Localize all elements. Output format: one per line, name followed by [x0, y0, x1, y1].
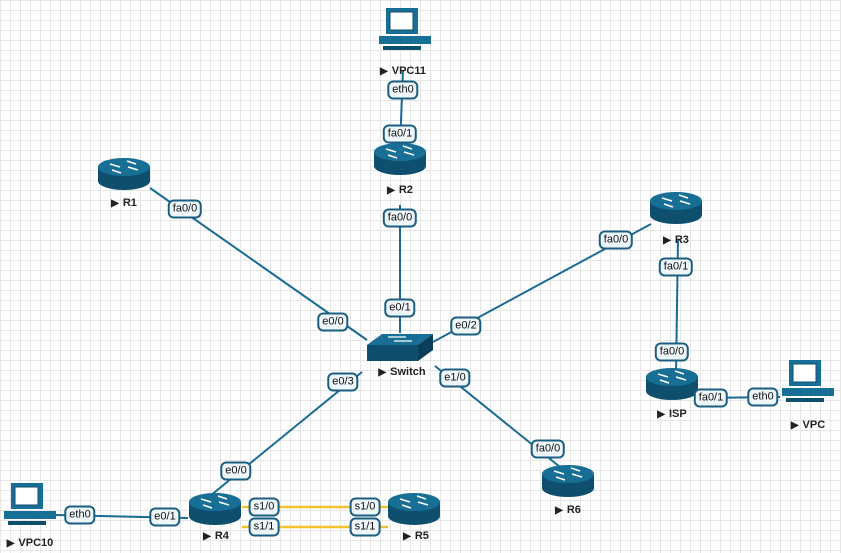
node-r4[interactable] [189, 493, 241, 525]
interface-label[interactable]: eth0 [387, 80, 419, 100]
interface-label[interactable]: s1/1 [248, 517, 280, 537]
links-layer [54, 69, 781, 529]
node-label[interactable]: ▶ISP [657, 408, 686, 420]
node-label[interactable]: ▶R6 [555, 504, 581, 516]
interface-label[interactable]: fa0/0 [382, 208, 418, 228]
interface-label[interactable]: e0/1 [384, 298, 416, 318]
node-name: R5 [414, 530, 429, 542]
pc-screen [792, 363, 817, 383]
node-label[interactable]: ▶R1 [111, 197, 137, 209]
router-arrows-icon [661, 194, 691, 208]
switch-arrows-icon [388, 336, 412, 342]
node-isp[interactable] [646, 368, 698, 400]
interface-label[interactable]: e0/3 [327, 372, 359, 392]
router-arrows-icon [553, 467, 583, 481]
router-top [98, 158, 150, 176]
node-label[interactable]: ▶R5 [403, 530, 429, 542]
node-r5[interactable] [388, 493, 440, 525]
node-name: VPC10 [18, 537, 54, 549]
pc-base [4, 511, 56, 519]
play-icon[interactable]: ▶ [657, 409, 665, 420]
interface-label[interactable]: fa0/0 [598, 230, 634, 250]
router-top [650, 192, 702, 210]
interface-label[interactable]: s1/0 [248, 497, 280, 517]
play-icon[interactable]: ▶ [555, 505, 563, 516]
node-switch[interactable] [367, 334, 433, 361]
interface-label[interactable]: s1/1 [349, 517, 381, 537]
pc-screen [389, 11, 414, 31]
node-name: R1 [122, 197, 137, 209]
interface-label[interactable]: eth0 [747, 387, 779, 407]
node-name: VPC11 [391, 65, 426, 77]
router-top [646, 368, 698, 386]
pc-keyboard [786, 398, 824, 402]
node-label[interactable]: ▶VPC11 [380, 65, 426, 77]
interface-label[interactable]: e0/1 [149, 507, 181, 527]
interface-label[interactable]: eth0 [64, 505, 96, 525]
play-icon[interactable]: ▶ [203, 531, 211, 542]
router-top [374, 143, 426, 161]
node-r3[interactable] [650, 192, 702, 224]
interface-label[interactable]: e0/0 [220, 461, 252, 481]
router-top [542, 465, 594, 483]
node-r2[interactable] [374, 143, 426, 175]
play-icon[interactable]: ▶ [387, 185, 395, 196]
interface-label[interactable]: fa0/0 [530, 439, 566, 459]
pc-base [782, 388, 834, 396]
pc-base [379, 36, 431, 44]
interface-label[interactable]: fa0/0 [654, 342, 690, 362]
play-icon[interactable]: ▶ [663, 235, 671, 246]
router-arrows-icon [657, 370, 687, 384]
switch-front [367, 345, 418, 361]
switch-top [367, 334, 433, 345]
switch-side [418, 334, 433, 361]
router-arrows-icon [399, 495, 429, 509]
router-arrows-icon [109, 160, 139, 174]
node-vpc10[interactable] [4, 483, 56, 525]
node-label[interactable]: ▶R2 [387, 184, 413, 196]
pc-keyboard [8, 521, 46, 525]
router-top [388, 493, 440, 511]
node-name: R3 [674, 234, 689, 246]
node-label[interactable]: ▶VPC10 [7, 537, 54, 549]
interface-label[interactable]: e0/0 [317, 312, 349, 332]
router-arrows-icon [200, 495, 230, 509]
node-label[interactable]: ▶VPC [791, 419, 825, 431]
nodes-layer [4, 8, 834, 525]
play-icon[interactable]: ▶ [403, 531, 411, 542]
router-arrows-icon [385, 145, 415, 159]
node-label[interactable]: ▶R4 [203, 530, 229, 542]
interface-label[interactable]: fa0/1 [658, 257, 694, 277]
node-name: ISP [668, 408, 687, 420]
interface-label[interactable]: fa0/1 [382, 124, 418, 144]
node-label[interactable]: ▶R3 [663, 234, 689, 246]
node-name: R4 [214, 530, 229, 542]
node-name: Switch [390, 366, 426, 378]
node-r6[interactable] [542, 465, 594, 497]
router-top [189, 493, 241, 511]
play-icon[interactable]: ▶ [6, 538, 15, 549]
play-icon[interactable]: ▶ [380, 66, 388, 77]
node-vpc11[interactable] [379, 8, 431, 50]
node-name: VPC [802, 419, 826, 431]
pc-screen [14, 486, 39, 506]
play-icon[interactable]: ▶ [111, 198, 119, 209]
node-name: R6 [566, 504, 581, 516]
node-r1[interactable] [98, 158, 150, 190]
interface-label[interactable]: e1/0 [439, 368, 471, 388]
node-label[interactable]: ▶Switch [378, 366, 425, 378]
node-vpc[interactable] [782, 360, 834, 402]
interface-label[interactable]: fa0/0 [167, 199, 203, 219]
interface-label[interactable]: e0/2 [450, 316, 482, 336]
node-name: R2 [398, 184, 413, 196]
play-icon[interactable]: ▶ [378, 367, 387, 378]
interface-label[interactable]: fa0/1 [693, 388, 729, 408]
pc-keyboard [383, 46, 421, 50]
interface-label[interactable]: s1/0 [349, 497, 381, 517]
play-icon[interactable]: ▶ [790, 420, 799, 431]
